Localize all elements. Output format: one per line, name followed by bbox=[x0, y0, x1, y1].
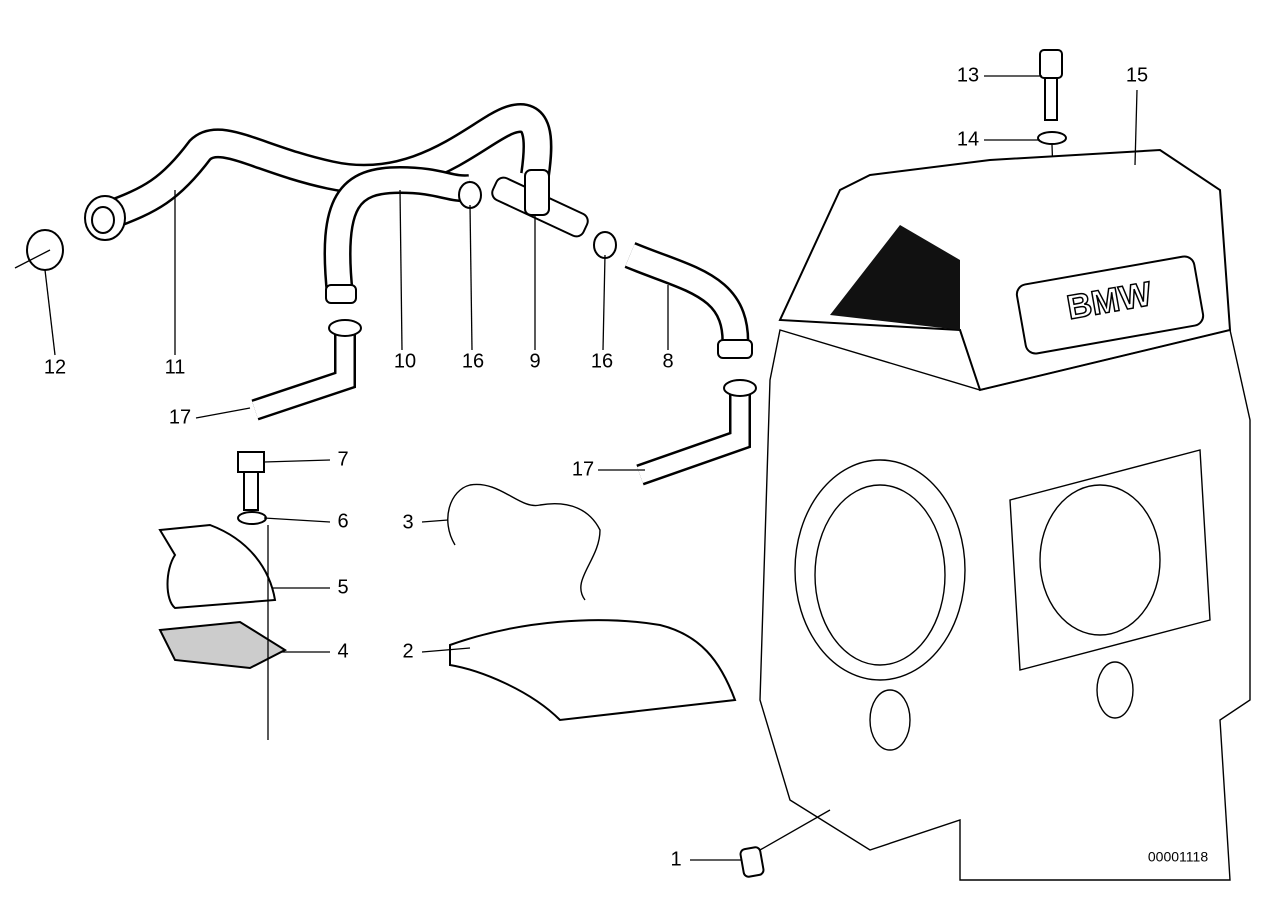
engine-cover-15: BMW bbox=[778, 148, 1232, 392]
cover-2 bbox=[449, 619, 737, 722]
callout-label-11: 11 bbox=[165, 356, 186, 378]
engine-block bbox=[759, 329, 1251, 881]
hose-8 bbox=[624, 242, 753, 359]
callout-label-4: 4 bbox=[337, 640, 348, 662]
callout-label-3: 3 bbox=[402, 511, 413, 533]
callout-leader-line bbox=[44, 269, 56, 356]
t-piece-9 bbox=[491, 169, 589, 238]
callout-label-16: 16 bbox=[591, 350, 613, 372]
hose-10 bbox=[323, 165, 472, 304]
spring-clip-3 bbox=[447, 483, 601, 601]
gasket-4 bbox=[158, 620, 288, 670]
pipe-17 bbox=[251, 319, 362, 421]
callout-label-16: 16 bbox=[462, 350, 484, 372]
callout-label-1: 1 bbox=[670, 848, 681, 870]
callout-leader-line bbox=[421, 647, 471, 653]
callout-label-14: 14 bbox=[957, 128, 979, 150]
callout-label-7: 7 bbox=[337, 448, 348, 470]
callout-leader-line bbox=[469, 204, 473, 351]
bolt-7 bbox=[237, 451, 265, 511]
dowel-pin-1 bbox=[739, 846, 765, 878]
callout-leader-line bbox=[399, 189, 403, 351]
callout-label-17: 17 bbox=[169, 406, 191, 428]
callout-leader-line bbox=[421, 519, 449, 523]
callout-leader-line bbox=[1134, 89, 1138, 166]
housing-5 bbox=[158, 523, 277, 610]
callout-label-8: 8 bbox=[662, 350, 673, 372]
callout-label-2: 2 bbox=[402, 640, 413, 662]
callout-leader-line bbox=[263, 459, 331, 463]
callout-label-10: 10 bbox=[394, 350, 416, 372]
callout-label-6: 6 bbox=[337, 510, 348, 532]
hose-clamp-12 bbox=[14, 229, 64, 271]
callout-label-12: 12 bbox=[44, 356, 66, 378]
hose-11 bbox=[84, 103, 553, 241]
callout-leader-line bbox=[195, 407, 251, 419]
callout-label-13: 13 bbox=[957, 64, 979, 86]
hose-clamp-16 bbox=[593, 231, 617, 259]
callout-label-15: 15 bbox=[1126, 64, 1148, 86]
callout-label-9: 9 bbox=[529, 350, 540, 372]
bolt-13 bbox=[1039, 49, 1063, 121]
pipe-17 bbox=[636, 379, 757, 486]
washer-6 bbox=[237, 511, 267, 525]
reference-number: 00001118 bbox=[1148, 849, 1208, 865]
hose-clamp-16 bbox=[458, 181, 482, 209]
callout-leader-line bbox=[263, 517, 331, 523]
callout-label-17: 17 bbox=[572, 458, 594, 480]
callout-leader-line bbox=[602, 254, 606, 351]
callout-label-5: 5 bbox=[337, 576, 348, 598]
washer-14 bbox=[1037, 131, 1067, 145]
